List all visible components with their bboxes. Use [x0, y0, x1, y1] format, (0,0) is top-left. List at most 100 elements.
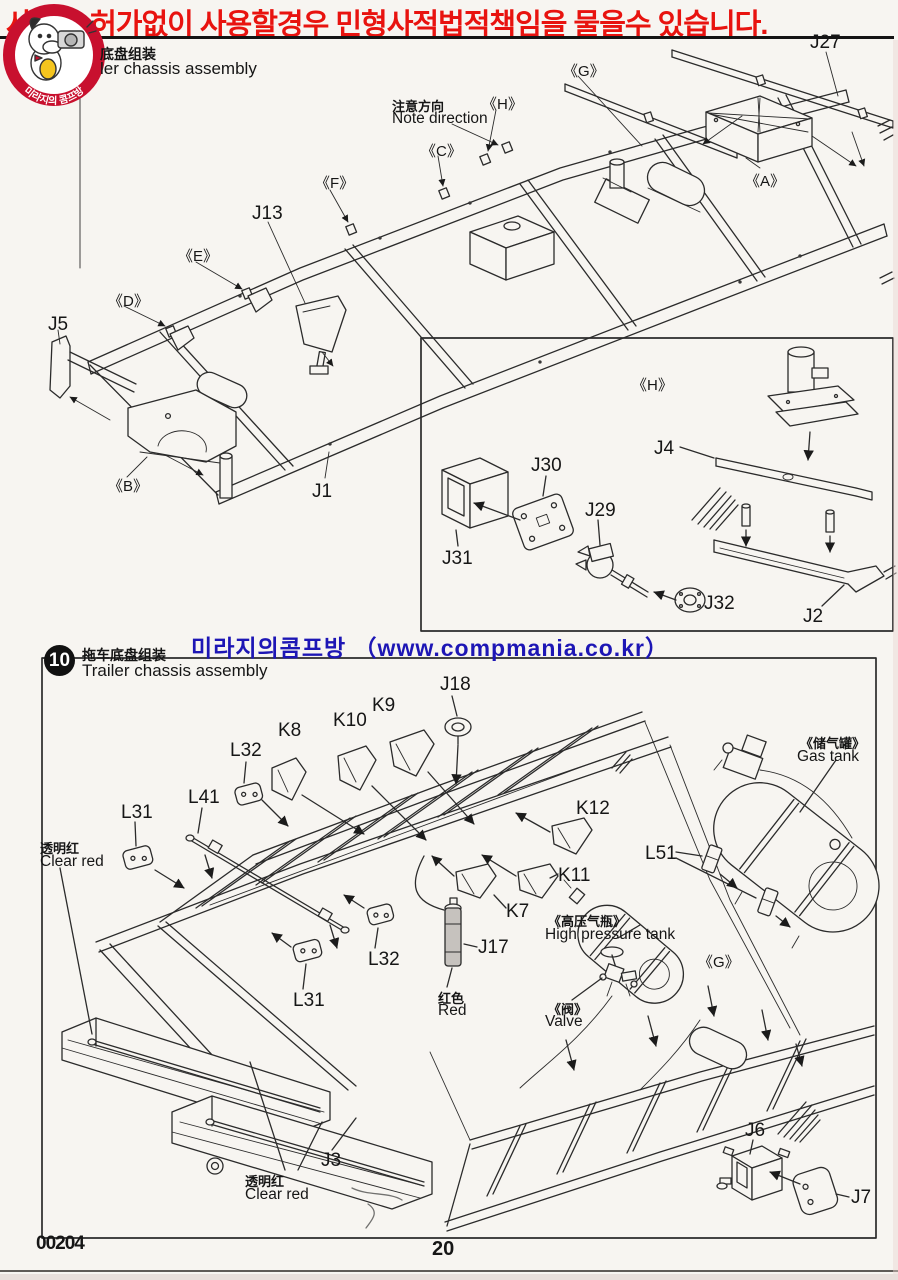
part-k10 [337, 745, 377, 791]
step9-chassis-frame [87, 89, 888, 505]
hatch-mark-tank [611, 751, 633, 774]
note-direction-cn: 注意方向 [392, 99, 445, 114]
part-j31-box [441, 457, 509, 529]
part-tray-lower-j3 [171, 1095, 433, 1210]
part-label-l41: L41 [188, 787, 220, 808]
watermark: 미라지의콤프방 （www.compmania.co.kr） [191, 635, 669, 661]
part-label-j4: J4 [654, 438, 675, 459]
part-label-g2: 《G》 [698, 954, 740, 971]
part-label-j6: J6 [745, 1120, 766, 1141]
part-label-h: 《H》 [482, 96, 523, 113]
part-fuel-tank [469, 215, 555, 281]
part-k11 [517, 863, 559, 899]
part-label-a: 《A》 [745, 173, 786, 190]
part-l51-clip-1 [701, 844, 723, 874]
kit-number: 00204 [36, 1233, 85, 1254]
part-label-l32-mid: L32 [368, 949, 400, 970]
step10-panel-border [41, 657, 877, 1239]
mascot-medal [39, 58, 57, 80]
step10-number-badge: 10 [44, 645, 75, 676]
part-k7 [455, 863, 497, 899]
part-clear-red-rod-upper [87, 1038, 321, 1113]
part-label-j32: J32 [704, 593, 735, 614]
part-label-l32-top: L32 [230, 740, 262, 761]
part-j2-crossmember [713, 539, 885, 593]
banner-underline [0, 36, 894, 39]
step9-leaders [57, 51, 866, 479]
step10-front-frame [95, 711, 801, 1036]
compmania-logo: 미라지의 콤프방 [3, 4, 105, 107]
note-hp-tank-en: High pressure tank [545, 926, 676, 943]
part-k9 [389, 729, 435, 777]
part-j27-bar [671, 49, 894, 129]
part-label-inset-h: 《H》 [632, 377, 673, 394]
note-gas-tank-en: Gas tank [797, 748, 860, 765]
part-label-j13: J13 [252, 203, 283, 224]
part-gas-tank [713, 769, 880, 949]
part-clear-red-rod-lower [205, 1118, 425, 1187]
scan-edge-bottom [0, 1274, 898, 1280]
part-j32-flange [674, 587, 706, 613]
hatch-mark-inset [691, 487, 739, 531]
part-label-g: 《G》 [563, 63, 605, 80]
hatch-mark-j6 [777, 1101, 821, 1143]
part-label-j1: J1 [312, 481, 333, 502]
part-label-b: 《B》 [108, 478, 149, 495]
part-label-j27: J27 [810, 32, 841, 53]
part-air-compressor [594, 158, 650, 224]
part-k8 [271, 757, 307, 801]
part-label-j29: J29 [585, 500, 616, 521]
part-label-k7: K7 [506, 901, 530, 922]
part-label-d: 《D》 [108, 293, 149, 310]
part-l41-rod [185, 834, 350, 934]
part-j4-pegs [741, 503, 835, 533]
part-label-k8: K8 [278, 720, 302, 741]
part-j5-frame-end [49, 335, 137, 399]
note-red-en: Red [438, 1002, 467, 1019]
note-clear-red-bottom-cn: 透明红 [245, 1174, 285, 1189]
step10-drawbar-and-trays [61, 921, 433, 1210]
note-direction-en: Note direction [392, 110, 488, 127]
part-label-k12: K12 [576, 798, 610, 819]
part-label-j30: J30 [531, 455, 562, 476]
note-red-cn: 红色 [438, 991, 465, 1006]
part-k12 [551, 817, 593, 855]
step10-title-cn: 拖车底盘组装 [82, 647, 166, 663]
copyright-warning-text: 사진을 허가없이 사용할경우 민형사적법적책임을 물을수 있습니다. [6, 9, 768, 41]
step10-leaders [59, 695, 850, 1198]
part-label-j5: J5 [48, 314, 69, 335]
part-label-j2: J2 [803, 606, 824, 627]
part-label-j7: J7 [851, 1187, 872, 1208]
step10-title-en: Trailer chassis assembly [82, 661, 268, 680]
part-label-k9: K9 [372, 695, 396, 716]
scan-edge-right [893, 40, 898, 1274]
part-front-post [219, 452, 233, 499]
page-number: 20 [432, 1238, 455, 1260]
step9-title-en: ler chassis assembly [100, 59, 257, 78]
part-a-toolbox [705, 95, 813, 163]
part-label-l51: L51 [645, 843, 677, 864]
note-clear-red-bottom-en: Clear red [245, 1186, 309, 1203]
part-label-f: 《F》 [315, 175, 355, 192]
part-label-l31-top: L31 [121, 802, 153, 823]
part-label-e: 《E》 [178, 248, 219, 265]
part-label-j17: J17 [478, 937, 509, 958]
part-d-bracket [169, 325, 195, 351]
note-valve-cn: 《阀》 [548, 1002, 588, 1017]
note-hp-tank-cn: 《高压气瓶》 [548, 914, 627, 929]
part-j17-bottle [444, 897, 462, 967]
part-j30-plate [512, 493, 574, 551]
part-label-k10: K10 [333, 710, 367, 731]
footer-rule [0, 1270, 898, 1272]
part-l31-top [122, 845, 154, 870]
step9-inset-box [420, 337, 894, 632]
note-clear-red-top-cn: 透明红 [40, 841, 80, 856]
note-gas-tank-cn: 《储气罐》 [800, 736, 866, 751]
part-j18-cap [444, 717, 472, 745]
part-label-j18: J18 [440, 674, 471, 695]
part-e-bracket [247, 287, 273, 313]
part-j4-crossmember [715, 457, 873, 501]
part-j13-plate [295, 295, 347, 375]
part-l51-clip-2 [757, 887, 779, 917]
